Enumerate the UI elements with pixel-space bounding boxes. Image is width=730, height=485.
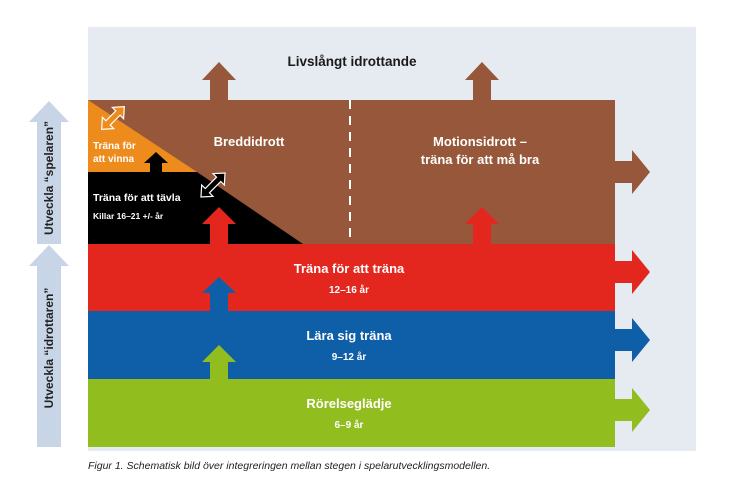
side-arrow-upper <box>29 101 69 244</box>
band-red-subtitle: 12–16 år <box>329 284 369 296</box>
up-arrow-black-to-orange <box>144 152 168 172</box>
brown-right-line1: Motionsidrott – <box>433 134 527 149</box>
orange-label-line2: att vinna <box>93 154 135 165</box>
up-arrow-blue-to-red <box>202 277 236 311</box>
diagonal-double-arrow-black <box>200 172 226 198</box>
side-label-upper: Utveckla “spelaren” <box>42 121 56 235</box>
orange-label-line1: Träna för <box>93 141 136 152</box>
right-arrow-green <box>615 388 650 432</box>
right-arrow-blue <box>615 318 650 362</box>
side-label-lower: Utveckla “idrottaren” <box>42 288 56 409</box>
band-green-subtitle: 6–9 år <box>335 419 364 431</box>
band-green <box>88 379 615 447</box>
up-arrow-top-left <box>202 62 236 100</box>
figure-caption: Figur 1. Schematisk bild över integrerin… <box>88 460 491 472</box>
right-arrow-red <box>615 250 650 294</box>
black-title: Träna för att tävla <box>93 192 181 204</box>
diagonal-double-arrow-orange <box>101 106 125 130</box>
band-blue-subtitle: 9–12 år <box>332 351 367 363</box>
top-label: Livslångt idrottande <box>287 54 417 69</box>
up-arrow-top-right <box>465 62 499 100</box>
black-subtitle: Killar 16–21 +/- år <box>93 211 164 221</box>
band-red-title: Träna för att träna <box>294 261 405 276</box>
up-arrow-red-to-brown <box>465 207 499 244</box>
band-green-title: Rörelseglädje <box>306 396 391 411</box>
side-arrow-lower <box>29 245 69 447</box>
right-arrow-brown <box>615 150 650 194</box>
band-blue-title: Lära sig träna <box>306 328 392 343</box>
black-trapezoid <box>88 172 303 244</box>
band-blue <box>88 311 615 379</box>
band-red <box>88 244 615 311</box>
brown-left-title: Breddidrott <box>214 134 285 149</box>
up-arrow-green-to-blue <box>202 345 236 379</box>
brown-right-line2: träna för att må bra <box>421 152 540 167</box>
up-arrow-red-to-black <box>202 207 236 244</box>
